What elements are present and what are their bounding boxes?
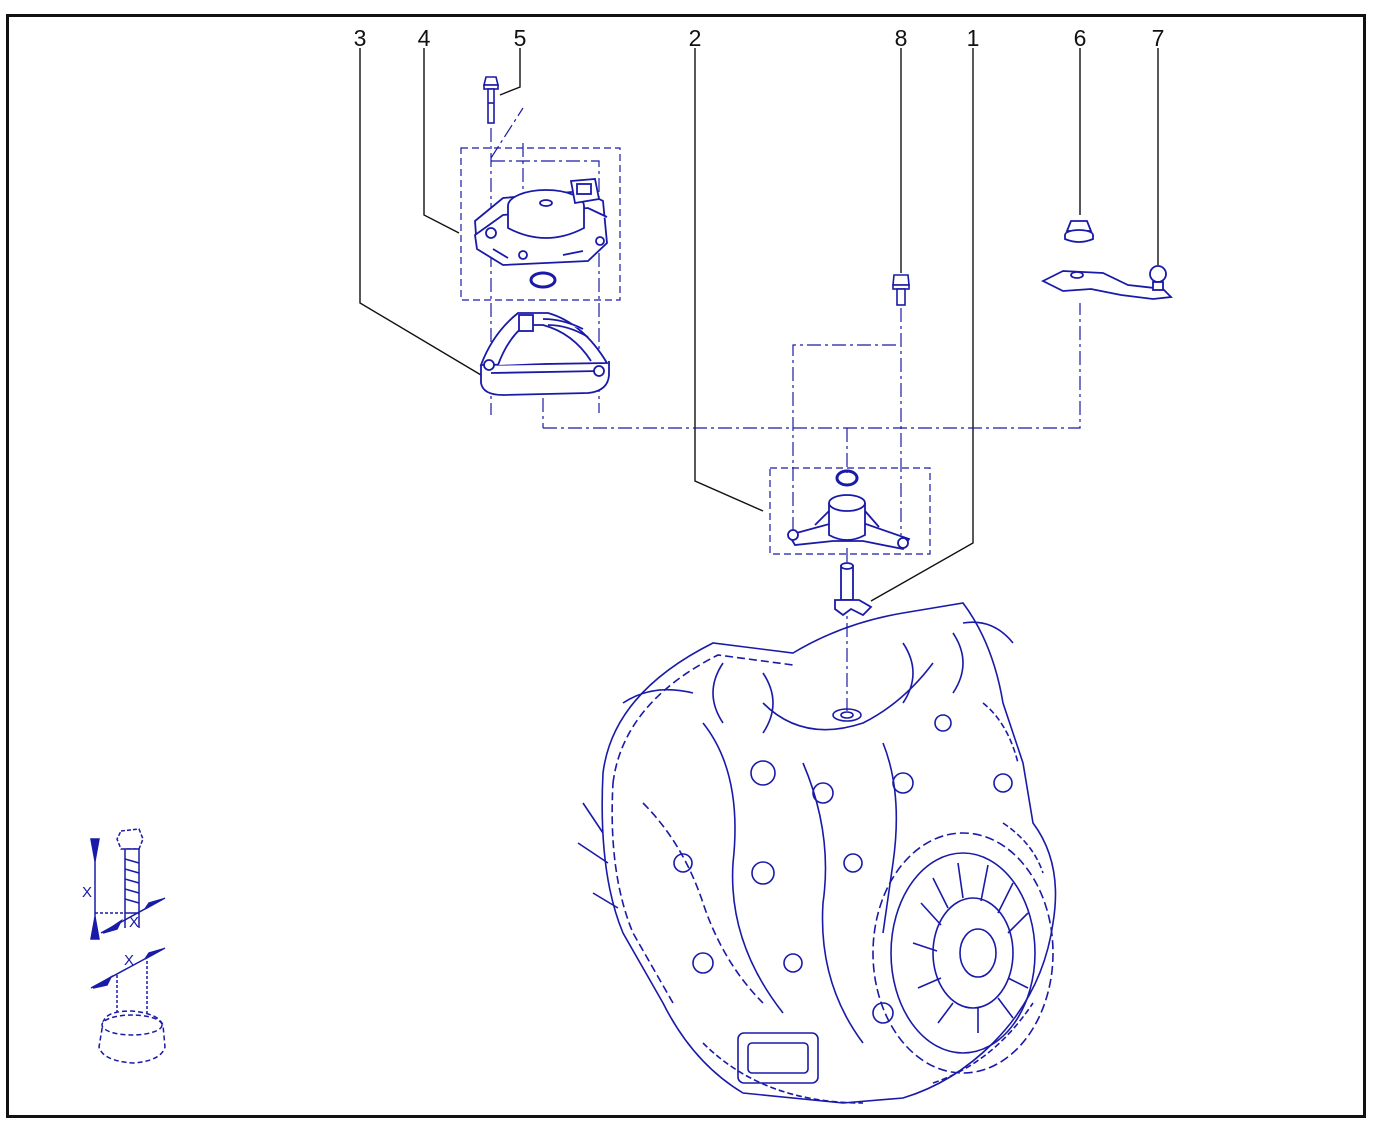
- callout-2: 2: [689, 25, 764, 512]
- svg-text:7: 7: [1152, 25, 1165, 51]
- svg-text:5: 5: [514, 25, 527, 51]
- svg-text:1: 1: [967, 25, 980, 51]
- transmission-icon: [577, 602, 1057, 1104]
- housing-bracket: [479, 312, 610, 396]
- mounting-plate: [787, 469, 911, 551]
- assembly-axes: [490, 107, 1081, 711]
- shift-lever: [1040, 265, 1173, 300]
- bolt-icon-8: [892, 274, 910, 306]
- nut-size-legend: [90, 947, 166, 1064]
- callout-4: 4: [418, 25, 460, 234]
- sensor-module: [474, 178, 608, 266]
- callout-8: 8: [895, 25, 908, 273]
- svg-text:6: 6: [1074, 25, 1087, 51]
- legend-dimension-label: X: [129, 914, 139, 931]
- legend-dimension-label: X: [82, 884, 92, 901]
- callout-3: 3: [354, 25, 482, 376]
- thread-length-legend: [90, 828, 166, 940]
- svg-text:4: 4: [418, 25, 431, 51]
- legend-dimension-label: X: [124, 952, 134, 969]
- callout-6: 6: [1074, 25, 1087, 215]
- callout-1: 1: [870, 25, 980, 602]
- svg-text:8: 8: [895, 25, 908, 51]
- callout-5: 5: [499, 25, 527, 96]
- sensor-group-box: [460, 147, 621, 301]
- o-ring-icon: [529, 271, 557, 289]
- callout-7: 7: [1152, 25, 1165, 265]
- selector-shaft: [834, 562, 873, 617]
- svg-text:3: 3: [354, 25, 367, 51]
- nut-icon: [1064, 220, 1094, 243]
- exploded-parts-diagram: 3 4 5 2 8 1 6 7: [82, 25, 1173, 1104]
- bolt-icon: [482, 76, 500, 124]
- diagram-frame: 3 4 5 2 8 1 6 7: [6, 14, 1366, 1118]
- svg-text:2: 2: [689, 25, 702, 51]
- plate-group-box: [769, 467, 931, 555]
